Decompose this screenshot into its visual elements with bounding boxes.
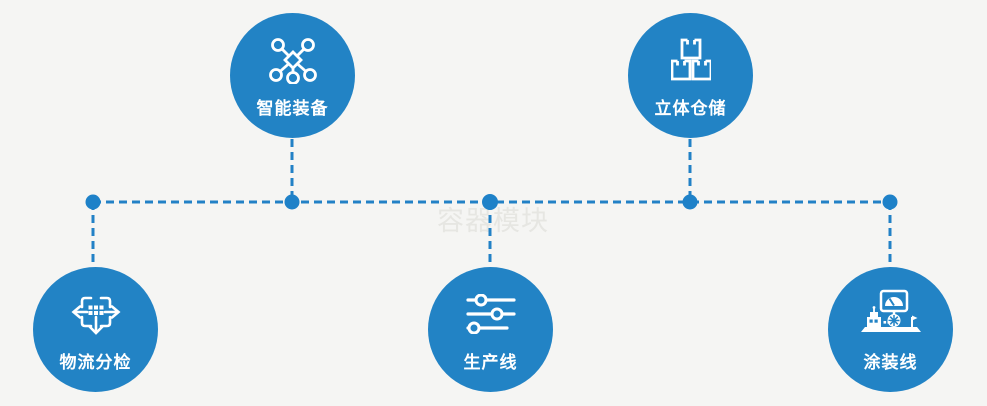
node-coating-line: 涂装线	[828, 267, 953, 392]
network-nodes-icon	[267, 35, 319, 85]
node-stereo-warehouse: 立体仓储	[628, 13, 753, 138]
connector-dot	[682, 194, 698, 210]
watermark-text: 容器模块	[437, 206, 549, 236]
connector-dot	[882, 194, 898, 210]
stacked-boxes-icon	[670, 35, 711, 85]
node-label: 生产线	[463, 352, 518, 372]
sliders-icon	[465, 289, 516, 339]
connector-dot	[284, 194, 300, 210]
node-label: 智能装备	[256, 98, 329, 118]
node-label: 物流分检	[59, 352, 132, 372]
node-production-line: 生产线	[428, 267, 553, 392]
connector-dot	[85, 194, 101, 210]
node-label: 立体仓储	[654, 98, 727, 118]
sorting-arrows-icon	[70, 289, 122, 339]
node-smart-equipment: 智能装备	[230, 13, 355, 138]
node-label: 涂装线	[863, 352, 918, 372]
connector-dot	[482, 194, 498, 210]
node-logistics-sorting: 物流分检	[33, 267, 158, 392]
workstation-icon	[859, 289, 923, 339]
